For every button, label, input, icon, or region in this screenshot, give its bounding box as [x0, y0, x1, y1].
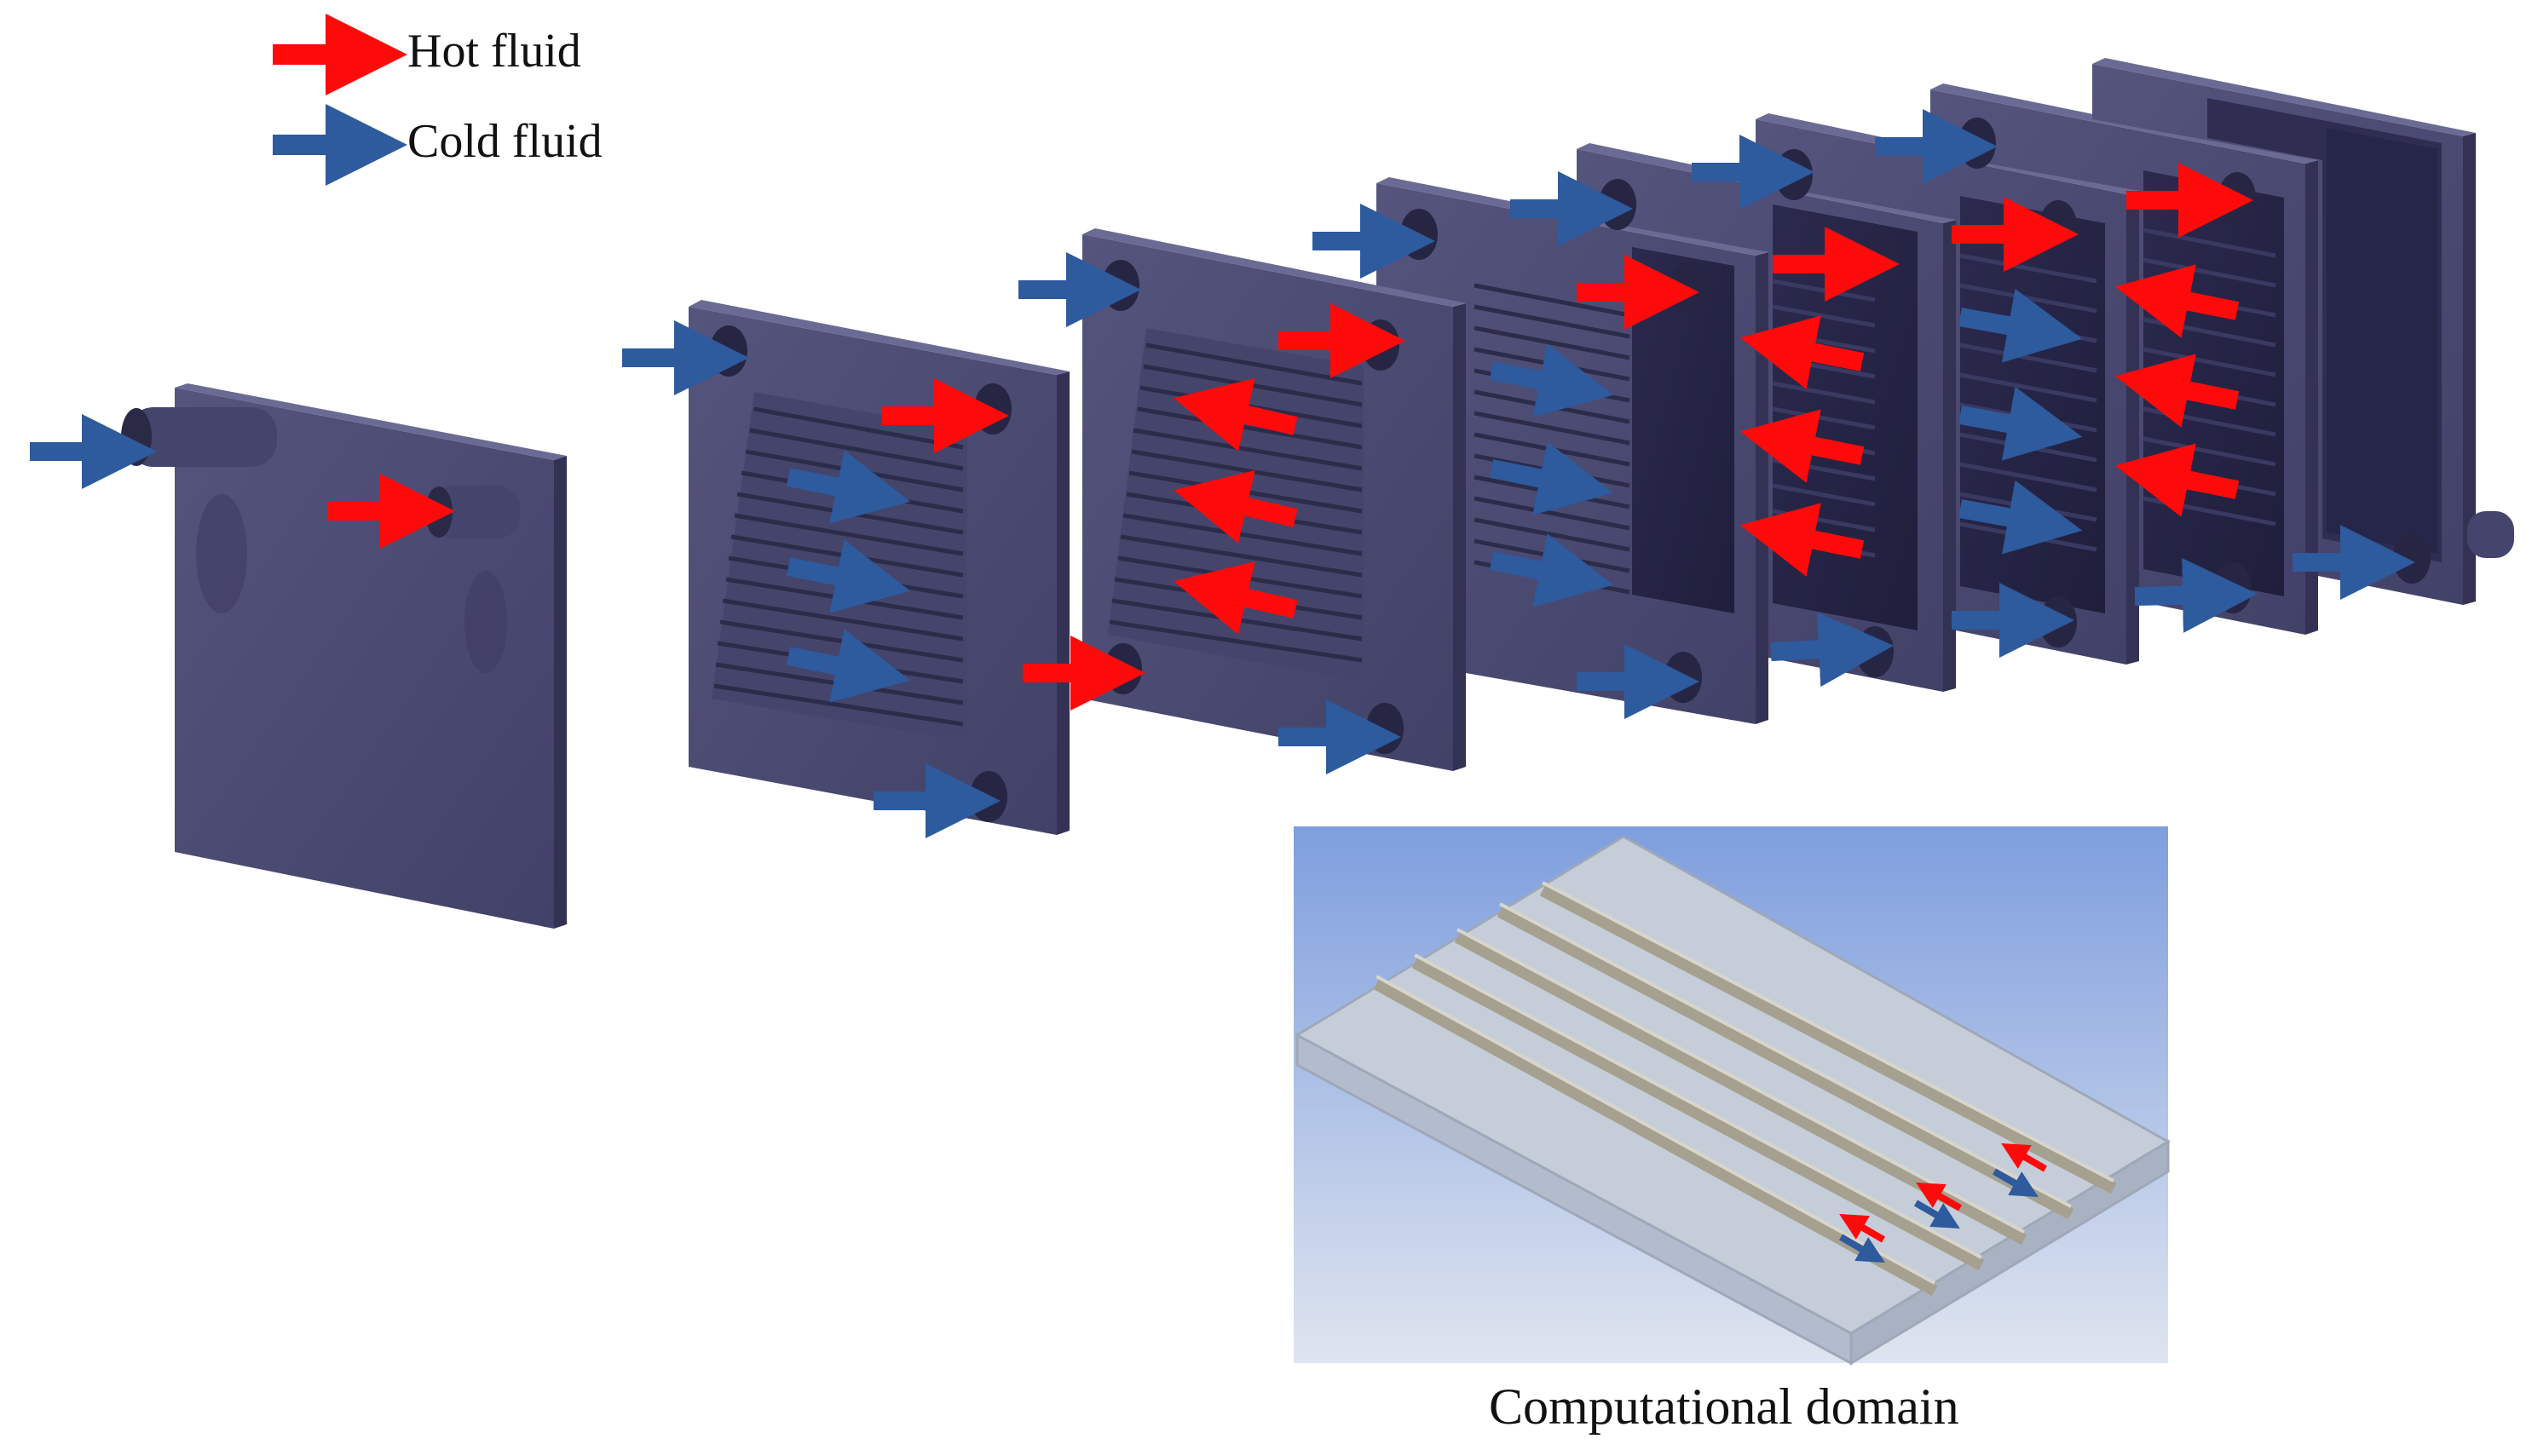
cold-fluid-arrows	[30, 109, 2415, 838]
inset-caption: Computational domain	[1489, 1378, 1959, 1435]
computational-domain-inset	[1294, 826, 2171, 1366]
end-plate-inlet	[121, 383, 567, 929]
plate-hot-channels-1	[1082, 228, 1466, 771]
legend-cold-fluid-label: Cold fluid	[407, 115, 603, 168]
hot-fluid-arrows	[328, 163, 2253, 711]
plate-cold-channels-1	[689, 300, 1070, 835]
legend	[273, 14, 407, 186]
legend-hot-fluid-label: Hot fluid	[407, 25, 581, 78]
end-plate-outlet	[2092, 58, 2514, 605]
